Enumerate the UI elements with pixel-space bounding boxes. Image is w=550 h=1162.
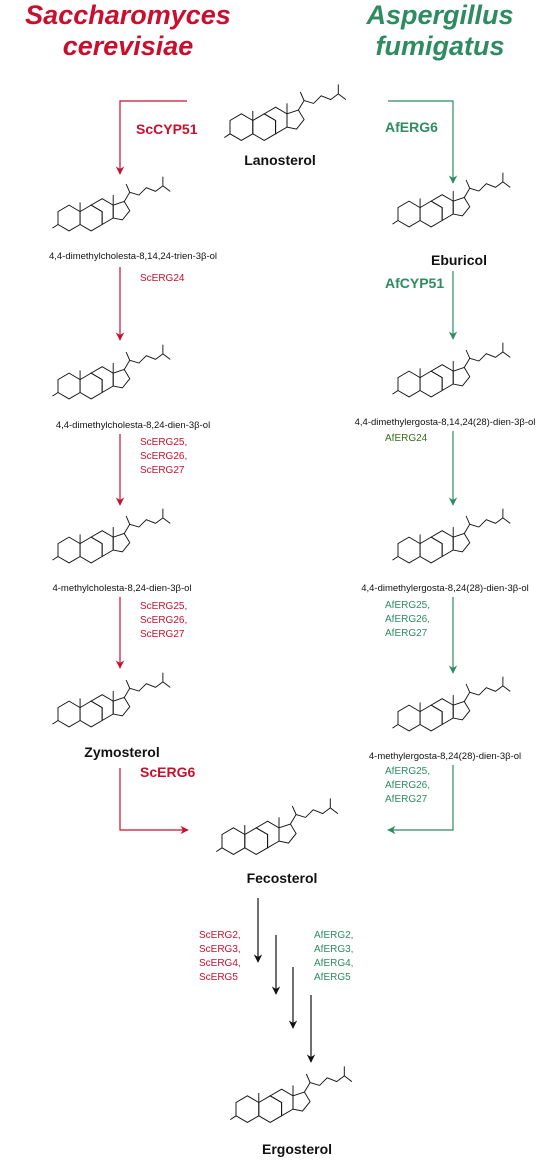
af-arrow-erg25-b	[387, 765, 454, 835]
sc-erg27-a: ScERG27	[140, 465, 185, 476]
sc-erg3: ScERG3,	[199, 944, 241, 955]
af-erg5: AfERG5	[314, 972, 351, 983]
af-step4-label: 4-methylergosta-8,24(28)-dien-3β-ol	[368, 751, 522, 762]
af-erg27-a: AfERG27	[385, 628, 428, 639]
sc-cyp51-label: ScCYP51	[136, 121, 198, 137]
sc-erg26-a: ScERG26,	[140, 451, 188, 462]
af-cyp51-label: AfCYP51	[385, 275, 445, 291]
af-erg2-5-label: AfERG2, AfERG3, AfERG4, AfERG5	[314, 929, 353, 985]
af-erg25-a: AfERG25,	[385, 600, 431, 611]
af-erg27-b: AfERG27	[385, 794, 428, 805]
af-erg25-27-b-label: AfERG25, AfERG26, AfERG27	[385, 765, 430, 807]
fecosterol-structure	[215, 797, 339, 855]
af-title-line2: fumigatus	[375, 31, 505, 61]
lanosterol-structure	[223, 83, 347, 141]
af-erg25-b: AfERG25,	[385, 766, 431, 777]
af-title-line1: Aspergillus	[366, 0, 514, 30]
sc-erg27-b: ScERG27	[140, 629, 185, 640]
af-step4-structure	[392, 676, 511, 732]
af-erg3: AfERG3,	[314, 944, 354, 955]
sc-erg6-label: ScERG6	[140, 764, 196, 780]
sc-erg26-b: ScERG26,	[140, 615, 188, 626]
af-erg25-27-a-label: AfERG25, AfERG26, AfERG27	[385, 599, 430, 641]
sc-arrow-lanosterol	[115, 100, 187, 175]
af-step2-structure	[392, 342, 511, 398]
af-erg26-a: AfERG26,	[385, 614, 431, 625]
sc-erg4: ScERG4,	[199, 958, 241, 969]
af-step3-label: 4,4-dimethylergosta-8,24(28)-dien-3β-ol	[361, 583, 529, 594]
af-erg6-label: AfERG6	[385, 119, 438, 135]
fecosterol-label: Fecosterol	[246, 870, 318, 886]
sc-title-line2: cerevisiae	[62, 31, 194, 61]
eburicol-structure	[392, 172, 511, 228]
lanosterol-label: Lanosterol	[244, 152, 316, 168]
af-step3-structure	[392, 508, 511, 564]
af-erg4: AfERG4,	[314, 958, 354, 969]
sc-erg2: ScERG2,	[199, 930, 241, 941]
sc-erg25-27-a-label: ScERG25, ScERG26, ScERG27	[140, 436, 187, 478]
eburicol-label: Eburicol	[430, 252, 488, 268]
sc-erg25-b: ScERG25,	[140, 601, 188, 612]
sc-step1-label: 4,4-dimethylcholesta-8,14,24-trien-3β-ol	[48, 251, 218, 262]
af-species-title: Aspergillus fumigatus	[330, 0, 550, 62]
af-erg26-b: AfERG26,	[385, 780, 431, 791]
sc-step3-label: 4-methylcholesta-8,24-dien-3β-ol	[52, 583, 192, 594]
ergosterol-structure	[229, 1065, 353, 1123]
ergosterol-label: Ergosterol	[261, 1141, 333, 1157]
sc-erg5: ScERG5	[199, 972, 238, 983]
af-step2-label: 4,4-dimethylergosta-8,14,24(28)-dien-3β-…	[354, 417, 536, 428]
zymosterol-label: Zymosterol	[84, 744, 160, 760]
sc-step1-structure	[52, 176, 171, 232]
sc-step2-structure	[52, 344, 171, 400]
sc-species-title: Saccharomyces cerevisiae	[2, 0, 254, 62]
sc-step3-structure	[52, 508, 171, 564]
sc-title-line1: Saccharomyces	[25, 0, 231, 30]
zymosterol-structure	[52, 672, 171, 728]
sc-arrow-erg6	[119, 768, 189, 835]
sc-erg25-a: ScERG25,	[140, 437, 188, 448]
sc-erg2-5-label: ScERG2, ScERG3, ScERG4, ScERG5	[199, 929, 241, 985]
sc-erg25-27-b-label: ScERG25, ScERG26, ScERG27	[140, 600, 187, 642]
sc-step2-label: 4,4-dimethylcholesta-8,24-dien-3β-ol	[55, 420, 211, 431]
af-erg2: AfERG2,	[314, 930, 354, 941]
sc-erg24-label: ScERG24	[140, 273, 185, 284]
af-arrow-lanosterol	[388, 100, 458, 184]
af-erg24-label: AfERG24	[385, 433, 428, 444]
